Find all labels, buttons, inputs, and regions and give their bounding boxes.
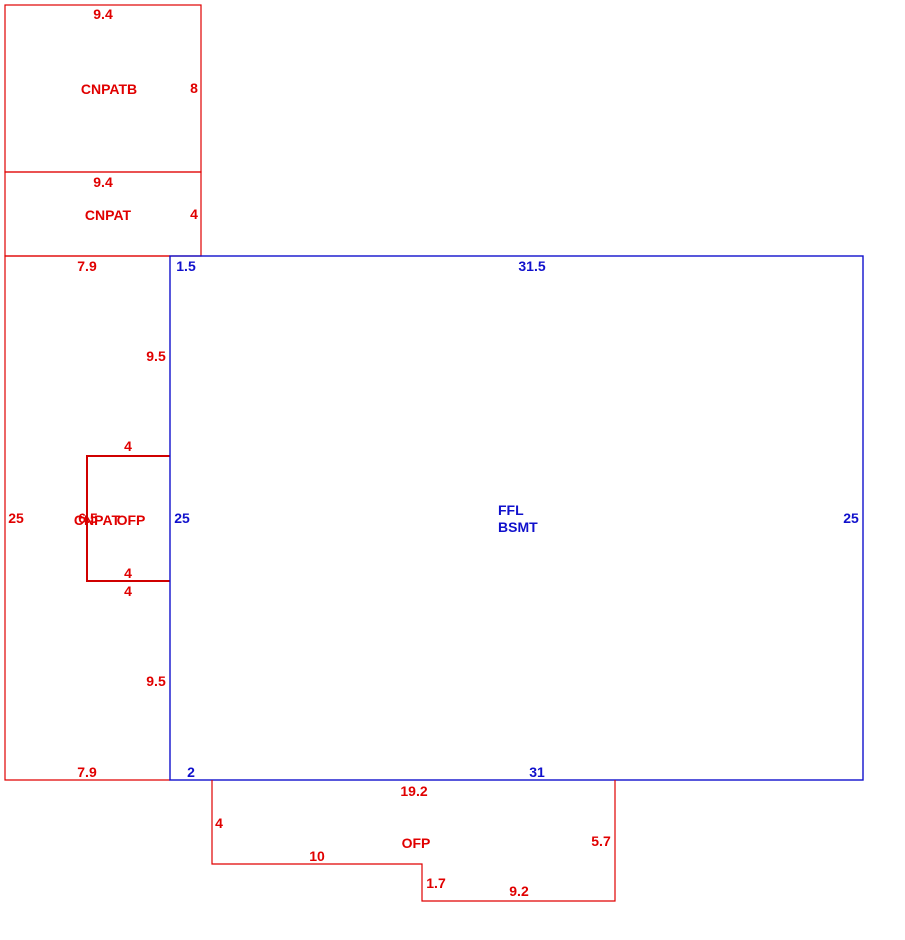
cnpatb-top-dimension: 9.4 <box>93 6 113 22</box>
main-outline <box>169 255 864 781</box>
ofp-bottom-top-dimension: 19.2 <box>400 783 427 799</box>
main-bottom-left-dimension: 2 <box>187 764 195 780</box>
cnpatb-side-dimension: 8 <box>190 80 198 96</box>
cnpat-left-side-dimension: 25 <box>8 510 24 526</box>
cnpat-left-bottom-dimension: 7.9 <box>77 764 97 780</box>
main-label-line1: FFL <box>498 502 524 518</box>
main-area: 31.5 1.5 31 2 25 25 FFL BSMT <box>169 255 864 781</box>
cnpat-left-label: CNPAT <box>74 512 121 528</box>
main-right-dimension: 25 <box>843 510 859 526</box>
cnpat-left-outline <box>4 255 170 781</box>
cnpat-upper-top-dimension: 9.4 <box>93 174 113 190</box>
main-top-left-dimension: 1.5 <box>176 258 196 274</box>
cnpat-upper-label: CNPAT <box>85 207 132 223</box>
cnpat-upper-side-dimension: 4 <box>190 206 198 222</box>
cnpat-upper-area: 9.4 CNPAT 4 <box>4 171 202 257</box>
cnpat-left-area: 7.9 7.9 25 9.5 9.5 CNPAT <box>4 255 170 781</box>
cnpatb-label: CNPATB <box>81 81 137 97</box>
main-bottom-dimension: 31 <box>529 764 545 780</box>
ofp-left-outer-bottom-dimension: 4 <box>124 583 132 599</box>
main-label-line2: BSMT <box>498 519 538 535</box>
ofp-left-inner-bottom-dimension: 4 <box>124 565 132 581</box>
main-left-dimension: 25 <box>174 510 190 526</box>
main-top-dimension: 31.5 <box>518 258 545 274</box>
ofp-bottom-outline <box>211 780 616 902</box>
cnpatb-area: 9.4 CNPATB 8 <box>4 4 202 173</box>
ofp-bottom-bottom-dimension: 9.2 <box>509 883 529 899</box>
ofp-bottom-right-dimension: 5.7 <box>591 833 611 849</box>
ofp-bottom-step-vertical-dimension: 1.7 <box>426 875 446 891</box>
ofp-bottom-area: 19.2 4 10 1.7 9.2 5.7 OFP <box>211 780 616 902</box>
cnpat-left-top-dimension: 7.9 <box>77 258 97 274</box>
ofp-left-top-dimension: 4 <box>124 438 132 454</box>
ofp-bottom-step-horizontal-dimension: 10 <box>309 848 325 864</box>
ofp-left-label: OFP <box>117 512 146 528</box>
ofp-left-outline <box>86 455 170 582</box>
cnpat-left-upper-inner-dimension: 9.5 <box>146 348 166 364</box>
ofp-left-side-dimension: 6.5 <box>78 510 98 526</box>
cnpat-left-lower-inner-dimension: 9.5 <box>146 673 166 689</box>
ofp-bottom-left-dimension: 4 <box>215 815 223 831</box>
ofp-bottom-label: OFP <box>402 835 431 851</box>
ofp-left-area: 4 4 4 6.5 OFP <box>78 438 170 599</box>
